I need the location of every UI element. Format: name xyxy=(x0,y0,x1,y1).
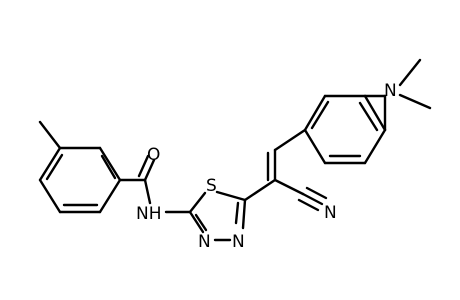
sulfur-atom-label: S xyxy=(206,176,217,196)
bond xyxy=(100,154,117,180)
bond xyxy=(303,94,327,132)
atom-labels: O NH S N N N N xyxy=(136,81,397,252)
bond xyxy=(273,178,305,196)
bond-lines xyxy=(38,58,432,242)
bond xyxy=(234,201,240,225)
bond xyxy=(363,94,387,132)
bond xyxy=(98,178,122,214)
bond xyxy=(98,146,122,182)
bond xyxy=(143,158,156,182)
bond xyxy=(358,101,379,132)
ring-nitrogen-4-label: N xyxy=(232,232,245,252)
bond xyxy=(398,93,432,110)
dimethylamino-nitrogen-label: N xyxy=(384,81,397,101)
bond xyxy=(215,190,247,202)
oxygen-atom-label: O xyxy=(147,145,160,165)
bond xyxy=(38,178,62,214)
bond xyxy=(273,128,307,152)
bond xyxy=(398,58,422,87)
bond xyxy=(38,146,62,182)
bond xyxy=(301,192,324,206)
ring-nitrogen-3-label: N xyxy=(198,232,211,252)
bond xyxy=(137,154,150,178)
nitrile-nitrogen-label: N xyxy=(324,203,337,223)
bond xyxy=(303,128,327,165)
bond xyxy=(305,186,328,200)
bond xyxy=(38,120,62,150)
bond xyxy=(143,178,152,205)
bond xyxy=(297,198,320,212)
bond xyxy=(310,100,330,130)
bond xyxy=(241,198,247,230)
bond xyxy=(363,128,387,165)
bond xyxy=(188,210,205,234)
bond xyxy=(188,191,207,214)
bond xyxy=(45,153,64,181)
bond xyxy=(194,213,208,232)
bond xyxy=(243,178,277,202)
amide-nh-label: NH xyxy=(136,204,162,224)
